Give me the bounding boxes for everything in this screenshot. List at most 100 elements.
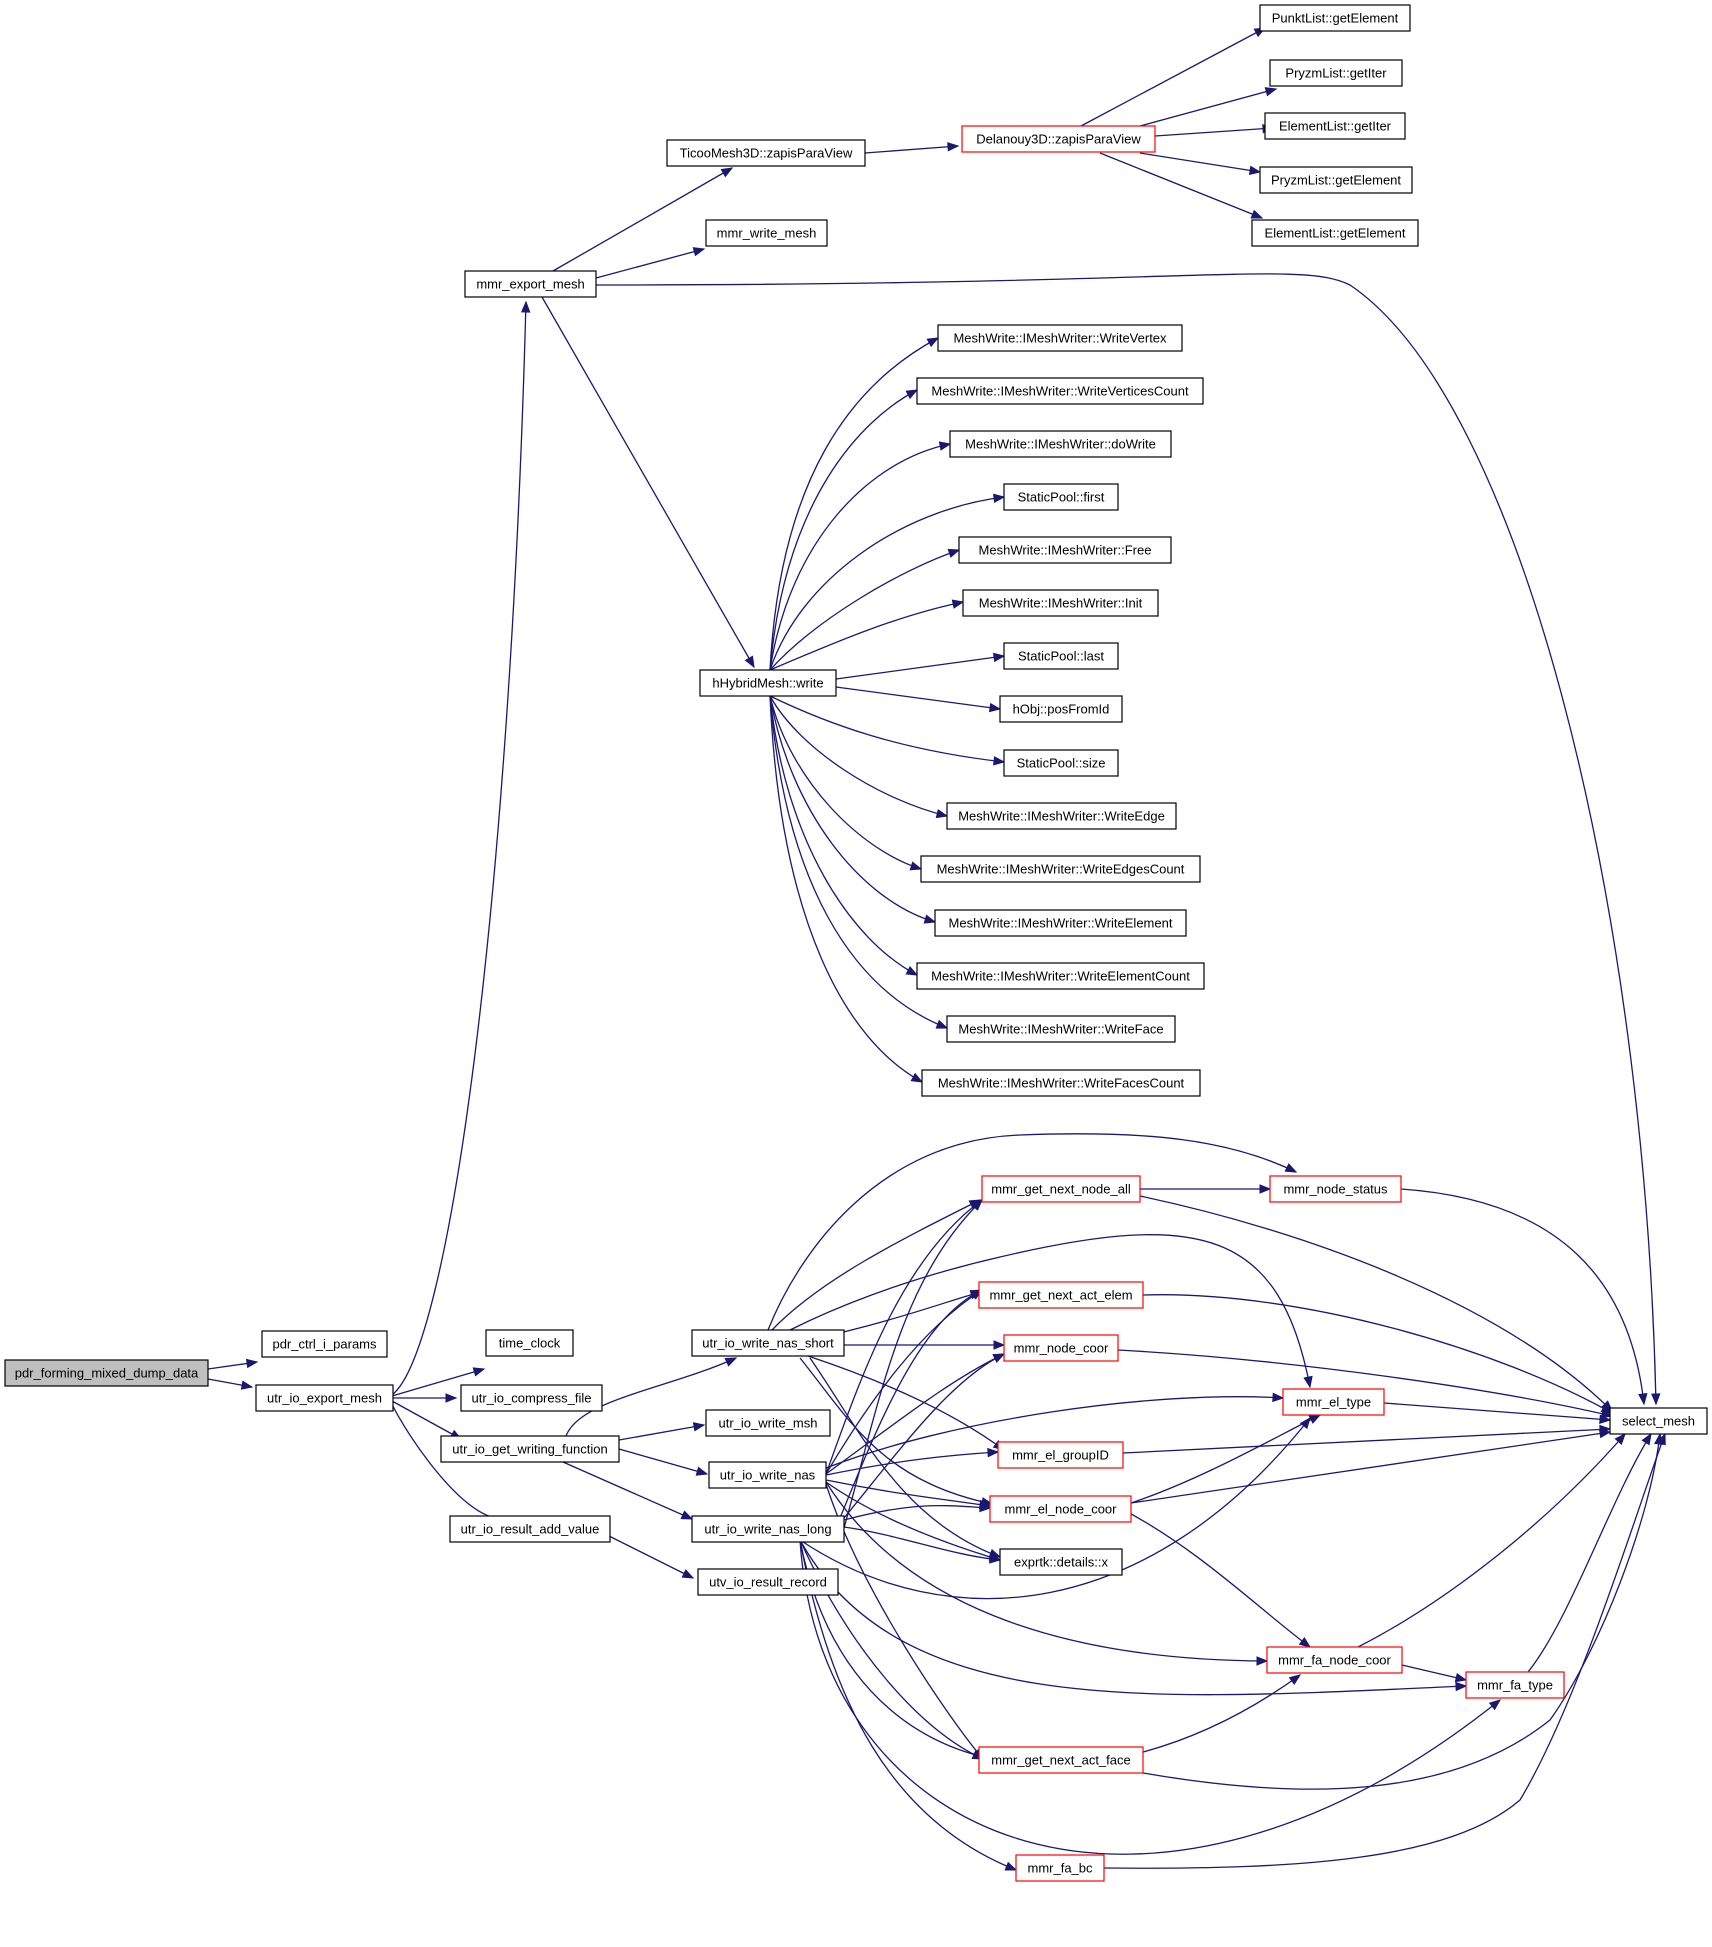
node-w-free[interactable]: MeshWrite::IMeshWriter::Free <box>958 536 1172 564</box>
node-box[interactable] <box>1003 1334 1119 1362</box>
node-box[interactable] <box>946 802 1177 830</box>
node-hhybrid[interactable]: hHybridMesh::write <box>699 669 837 697</box>
node-el-group[interactable]: mmr_el_groupID <box>997 1441 1124 1469</box>
node-root[interactable]: pdr_forming_mixed_dump_data <box>4 1359 209 1387</box>
node-box[interactable] <box>934 909 1187 937</box>
node-box[interactable] <box>916 962 1205 990</box>
node-box[interactable] <box>978 1746 1144 1774</box>
node-box[interactable] <box>255 1384 394 1412</box>
node-box[interactable] <box>705 1409 831 1437</box>
node-write-msh[interactable]: utr_io_write_msh <box>705 1409 831 1437</box>
node-box[interactable] <box>460 1384 603 1412</box>
node-box[interactable] <box>705 219 828 247</box>
node-box[interactable] <box>699 669 837 697</box>
node-punkt-get[interactable]: PunktList::getElement <box>1259 4 1411 32</box>
node-box[interactable] <box>937 324 1183 352</box>
node-box[interactable] <box>261 1330 388 1358</box>
node-box[interactable] <box>485 1329 574 1357</box>
node-w-vcount[interactable]: MeshWrite::IMeshWriter::WriteVerticesCou… <box>916 377 1204 405</box>
node-box[interactable] <box>464 270 597 298</box>
node-result-record[interactable]: utv_io_result_record <box>697 1568 839 1596</box>
node-box[interactable] <box>1259 166 1413 194</box>
node-box[interactable] <box>921 1069 1201 1097</box>
node-nas-short[interactable]: utr_io_write_nas_short <box>691 1329 845 1357</box>
node-elem-get[interactable]: ElementList::getElement <box>1251 219 1419 247</box>
node-w-ecount[interactable]: MeshWrite::IMeshWriter::WriteEdgesCount <box>920 855 1201 883</box>
node-pryzm-get[interactable]: PryzmList::getElement <box>1259 166 1413 194</box>
node-box[interactable] <box>1269 1175 1402 1203</box>
node-box[interactable] <box>961 125 1156 153</box>
node-fa-bc[interactable]: mmr_fa_bc <box>1015 1854 1105 1882</box>
node-box[interactable] <box>708 1461 827 1489</box>
node-ticoo[interactable]: TicooMesh3D::zapisParaView <box>666 139 866 167</box>
node-next-node[interactable]: mmr_get_next_node_all <box>981 1175 1141 1203</box>
node-export-mesh[interactable]: utr_io_export_mesh <box>255 1384 394 1412</box>
node-box[interactable] <box>4 1359 209 1387</box>
node-mmr-export[interactable]: mmr_export_mesh <box>464 270 597 298</box>
node-box[interactable] <box>981 1175 1141 1203</box>
node-sp-last[interactable]: StaticPool::last <box>1003 642 1119 670</box>
node-box[interactable] <box>920 855 1201 883</box>
node-box[interactable] <box>691 1515 845 1543</box>
node-box[interactable] <box>978 1281 1144 1309</box>
node-box[interactable] <box>1282 1388 1385 1416</box>
node-box[interactable] <box>691 1329 845 1357</box>
node-time-clock[interactable]: time_clock <box>485 1329 574 1357</box>
node-box[interactable] <box>1251 219 1419 247</box>
node-box[interactable] <box>440 1435 620 1463</box>
node-el-type[interactable]: mmr_el_type <box>1282 1388 1385 1416</box>
node-box[interactable] <box>989 1495 1132 1523</box>
node-fa-node-coor[interactable]: mmr_fa_node_coor <box>1266 1646 1403 1674</box>
node-box[interactable] <box>999 695 1123 723</box>
node-pryzm-iter[interactable]: PryzmList::getIter <box>1269 59 1403 87</box>
node-box[interactable] <box>946 1015 1176 1043</box>
node-w-fcount[interactable]: MeshWrite::IMeshWriter::WriteFacesCount <box>921 1069 1201 1097</box>
node-box[interactable] <box>1259 4 1411 32</box>
node-exprtk[interactable]: exprtk::details::x <box>999 1548 1123 1576</box>
node-w-dowrite[interactable]: MeshWrite::IMeshWriter::doWrite <box>949 430 1172 458</box>
node-w-init[interactable]: MeshWrite::IMeshWriter::Init <box>962 589 1159 617</box>
node-w-vertex[interactable]: MeshWrite::IMeshWriter::WriteVertex <box>937 324 1183 352</box>
node-mmr-write-mesh[interactable]: mmr_write_mesh <box>705 219 828 247</box>
node-add-value[interactable]: utr_io_result_add_value <box>449 1515 611 1543</box>
node-box[interactable] <box>1609 1407 1708 1435</box>
node-box[interactable] <box>1003 749 1119 777</box>
node-get-writing[interactable]: utr_io_get_writing_function <box>440 1435 620 1463</box>
node-pdr-ctrl[interactable]: pdr_ctrl_i_params <box>261 1330 388 1358</box>
node-elem-iter[interactable]: ElementList::getIter <box>1264 112 1406 140</box>
node-w-elem[interactable]: MeshWrite::IMeshWriter::WriteElement <box>934 909 1187 937</box>
node-box[interactable] <box>958 536 1172 564</box>
node-write-nas[interactable]: utr_io_write_nas <box>708 1461 827 1489</box>
node-node-status[interactable]: mmr_node_status <box>1269 1175 1402 1203</box>
node-compress[interactable]: utr_io_compress_file <box>460 1384 603 1412</box>
node-box[interactable] <box>1264 112 1406 140</box>
node-box[interactable] <box>999 1548 1123 1576</box>
node-fa-type[interactable]: mmr_fa_type <box>1465 1671 1565 1699</box>
node-next-elem[interactable]: mmr_get_next_act_elem <box>978 1281 1144 1309</box>
node-w-edge[interactable]: MeshWrite::IMeshWriter::WriteEdge <box>946 802 1177 830</box>
node-box[interactable] <box>949 430 1172 458</box>
node-box[interactable] <box>1465 1671 1565 1699</box>
node-hobj[interactable]: hObj::posFromId <box>999 695 1123 723</box>
node-delanouy[interactable]: Delanouy3D::zapisParaView <box>961 125 1156 153</box>
node-box[interactable] <box>1003 483 1119 511</box>
node-box[interactable] <box>962 589 1159 617</box>
node-box[interactable] <box>1266 1646 1403 1674</box>
node-w-face[interactable]: MeshWrite::IMeshWriter::WriteFace <box>946 1015 1176 1043</box>
node-box[interactable] <box>916 377 1204 405</box>
node-sp-size[interactable]: StaticPool::size <box>1003 749 1119 777</box>
node-box[interactable] <box>449 1515 611 1543</box>
node-next-face[interactable]: mmr_get_next_act_face <box>978 1746 1144 1774</box>
node-node-coor[interactable]: mmr_node_coor <box>1003 1334 1119 1362</box>
node-box[interactable] <box>997 1441 1124 1469</box>
node-nas-long[interactable]: utr_io_write_nas_long <box>691 1515 845 1543</box>
node-select-mesh[interactable]: select_mesh <box>1609 1407 1708 1435</box>
node-box[interactable] <box>1015 1854 1105 1882</box>
node-box[interactable] <box>1003 642 1119 670</box>
node-box[interactable] <box>697 1568 839 1596</box>
node-sp-first[interactable]: StaticPool::first <box>1003 483 1119 511</box>
node-box[interactable] <box>666 139 866 167</box>
node-el-node-coor[interactable]: mmr_el_node_coor <box>989 1495 1132 1523</box>
node-box[interactable] <box>1269 59 1403 87</box>
node-w-elcount[interactable]: MeshWrite::IMeshWriter::WriteElementCoun… <box>916 962 1205 990</box>
